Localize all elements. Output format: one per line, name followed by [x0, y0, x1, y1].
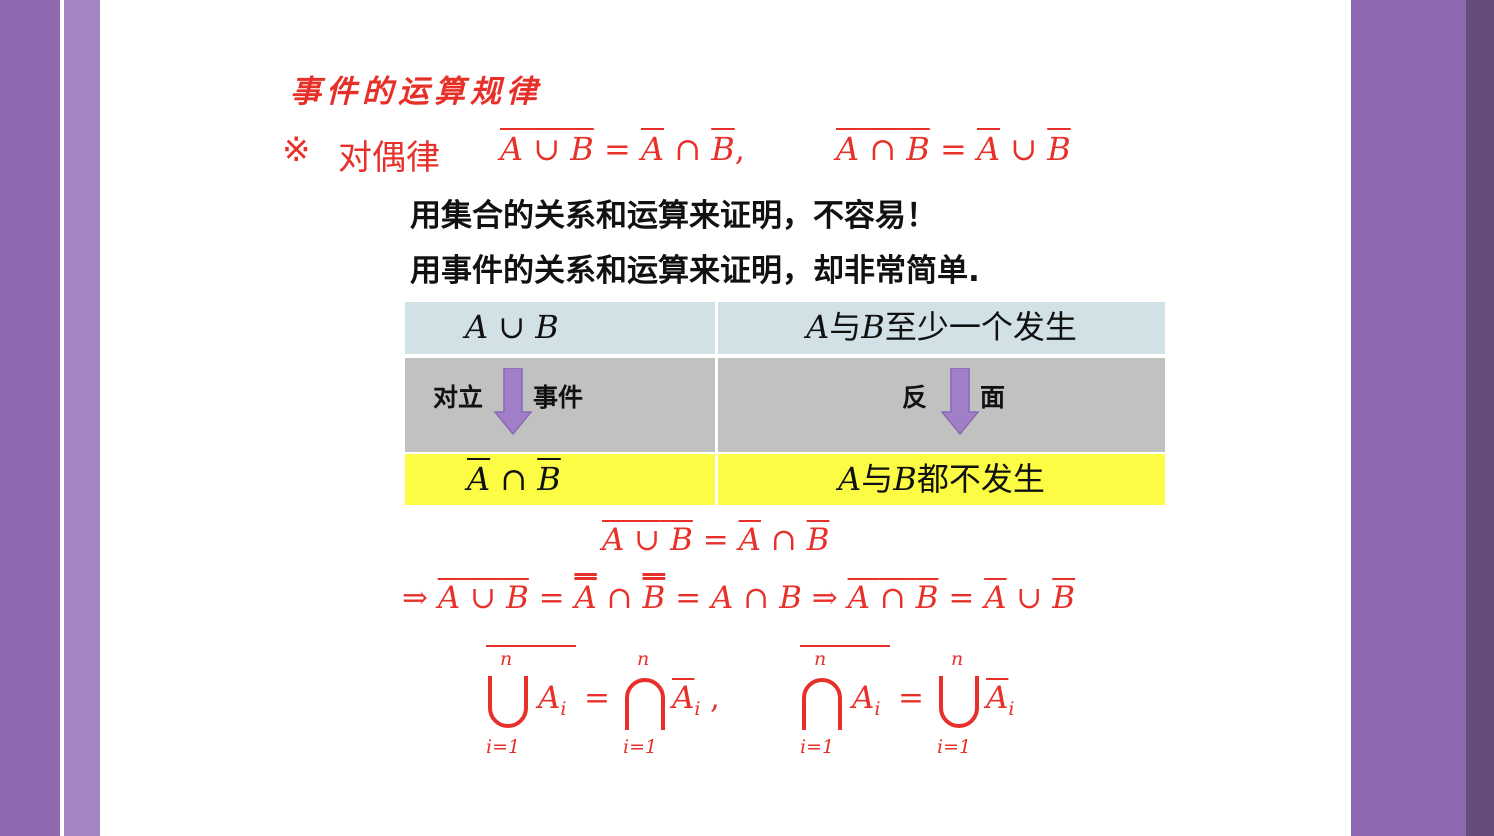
correspondence-table: A ∪ B A与B至少一个发生 对立 事件 反 面 A ∩ B A与B都不发生: [405, 302, 1165, 505]
frame-left-divider: [60, 0, 64, 836]
big-intersection-icon: [625, 678, 665, 730]
label-opposite: 对立: [433, 383, 484, 412]
table-cell-intersection-complement: A ∩ B: [405, 454, 715, 505]
label-face: 面: [980, 383, 1006, 412]
frame-right-outer-band: [1466, 0, 1494, 836]
label-event: 事件: [533, 383, 584, 412]
label-reverse: 反: [902, 383, 928, 412]
table-cell-opposite-arrow: 反 面: [718, 358, 1165, 452]
law-name: 对偶律: [338, 138, 440, 178]
duality-formula-union: A ∪ B = A ∩ B,: [500, 130, 745, 168]
derivation-step-2: ⇒ A ∪ B = A ∩ B = A ∩ B ⇒ A ∩ B = A ∪ B: [402, 580, 1076, 616]
down-arrow-icon: [493, 368, 533, 436]
big-union-icon: [939, 676, 979, 728]
down-arrow-icon: [940, 368, 980, 436]
big-intersection-icon: [802, 678, 842, 730]
slide-title: 事件的运算规律: [290, 74, 542, 110]
duality-formula-intersection: A ∩ B = A ∪ B: [836, 130, 1071, 168]
big-union-icon: [488, 676, 528, 728]
complement-bar: [486, 645, 576, 647]
table-cell-union: A ∪ B: [405, 302, 715, 354]
table-cell-neither: A与B都不发生: [718, 454, 1165, 505]
statement-event-proof: 用事件的关系和运算来证明，却非常简单.: [410, 253, 980, 289]
frame-left-outer-band: [0, 0, 60, 836]
complement-bar: [800, 645, 890, 647]
reference-mark: ※: [282, 130, 311, 170]
frame-right-inner-band: [1351, 0, 1466, 836]
table-cell-complement-arrow: 对立 事件: [405, 358, 715, 452]
derivation-step-1: A ∪ B = A ∩ B: [602, 522, 830, 558]
statement-set-proof: 用集合的关系和运算来证明，不容易！: [410, 198, 937, 234]
frame-left-inner-band: [64, 0, 100, 836]
table-cell-at-least-one: A与B至少一个发生: [718, 302, 1165, 354]
